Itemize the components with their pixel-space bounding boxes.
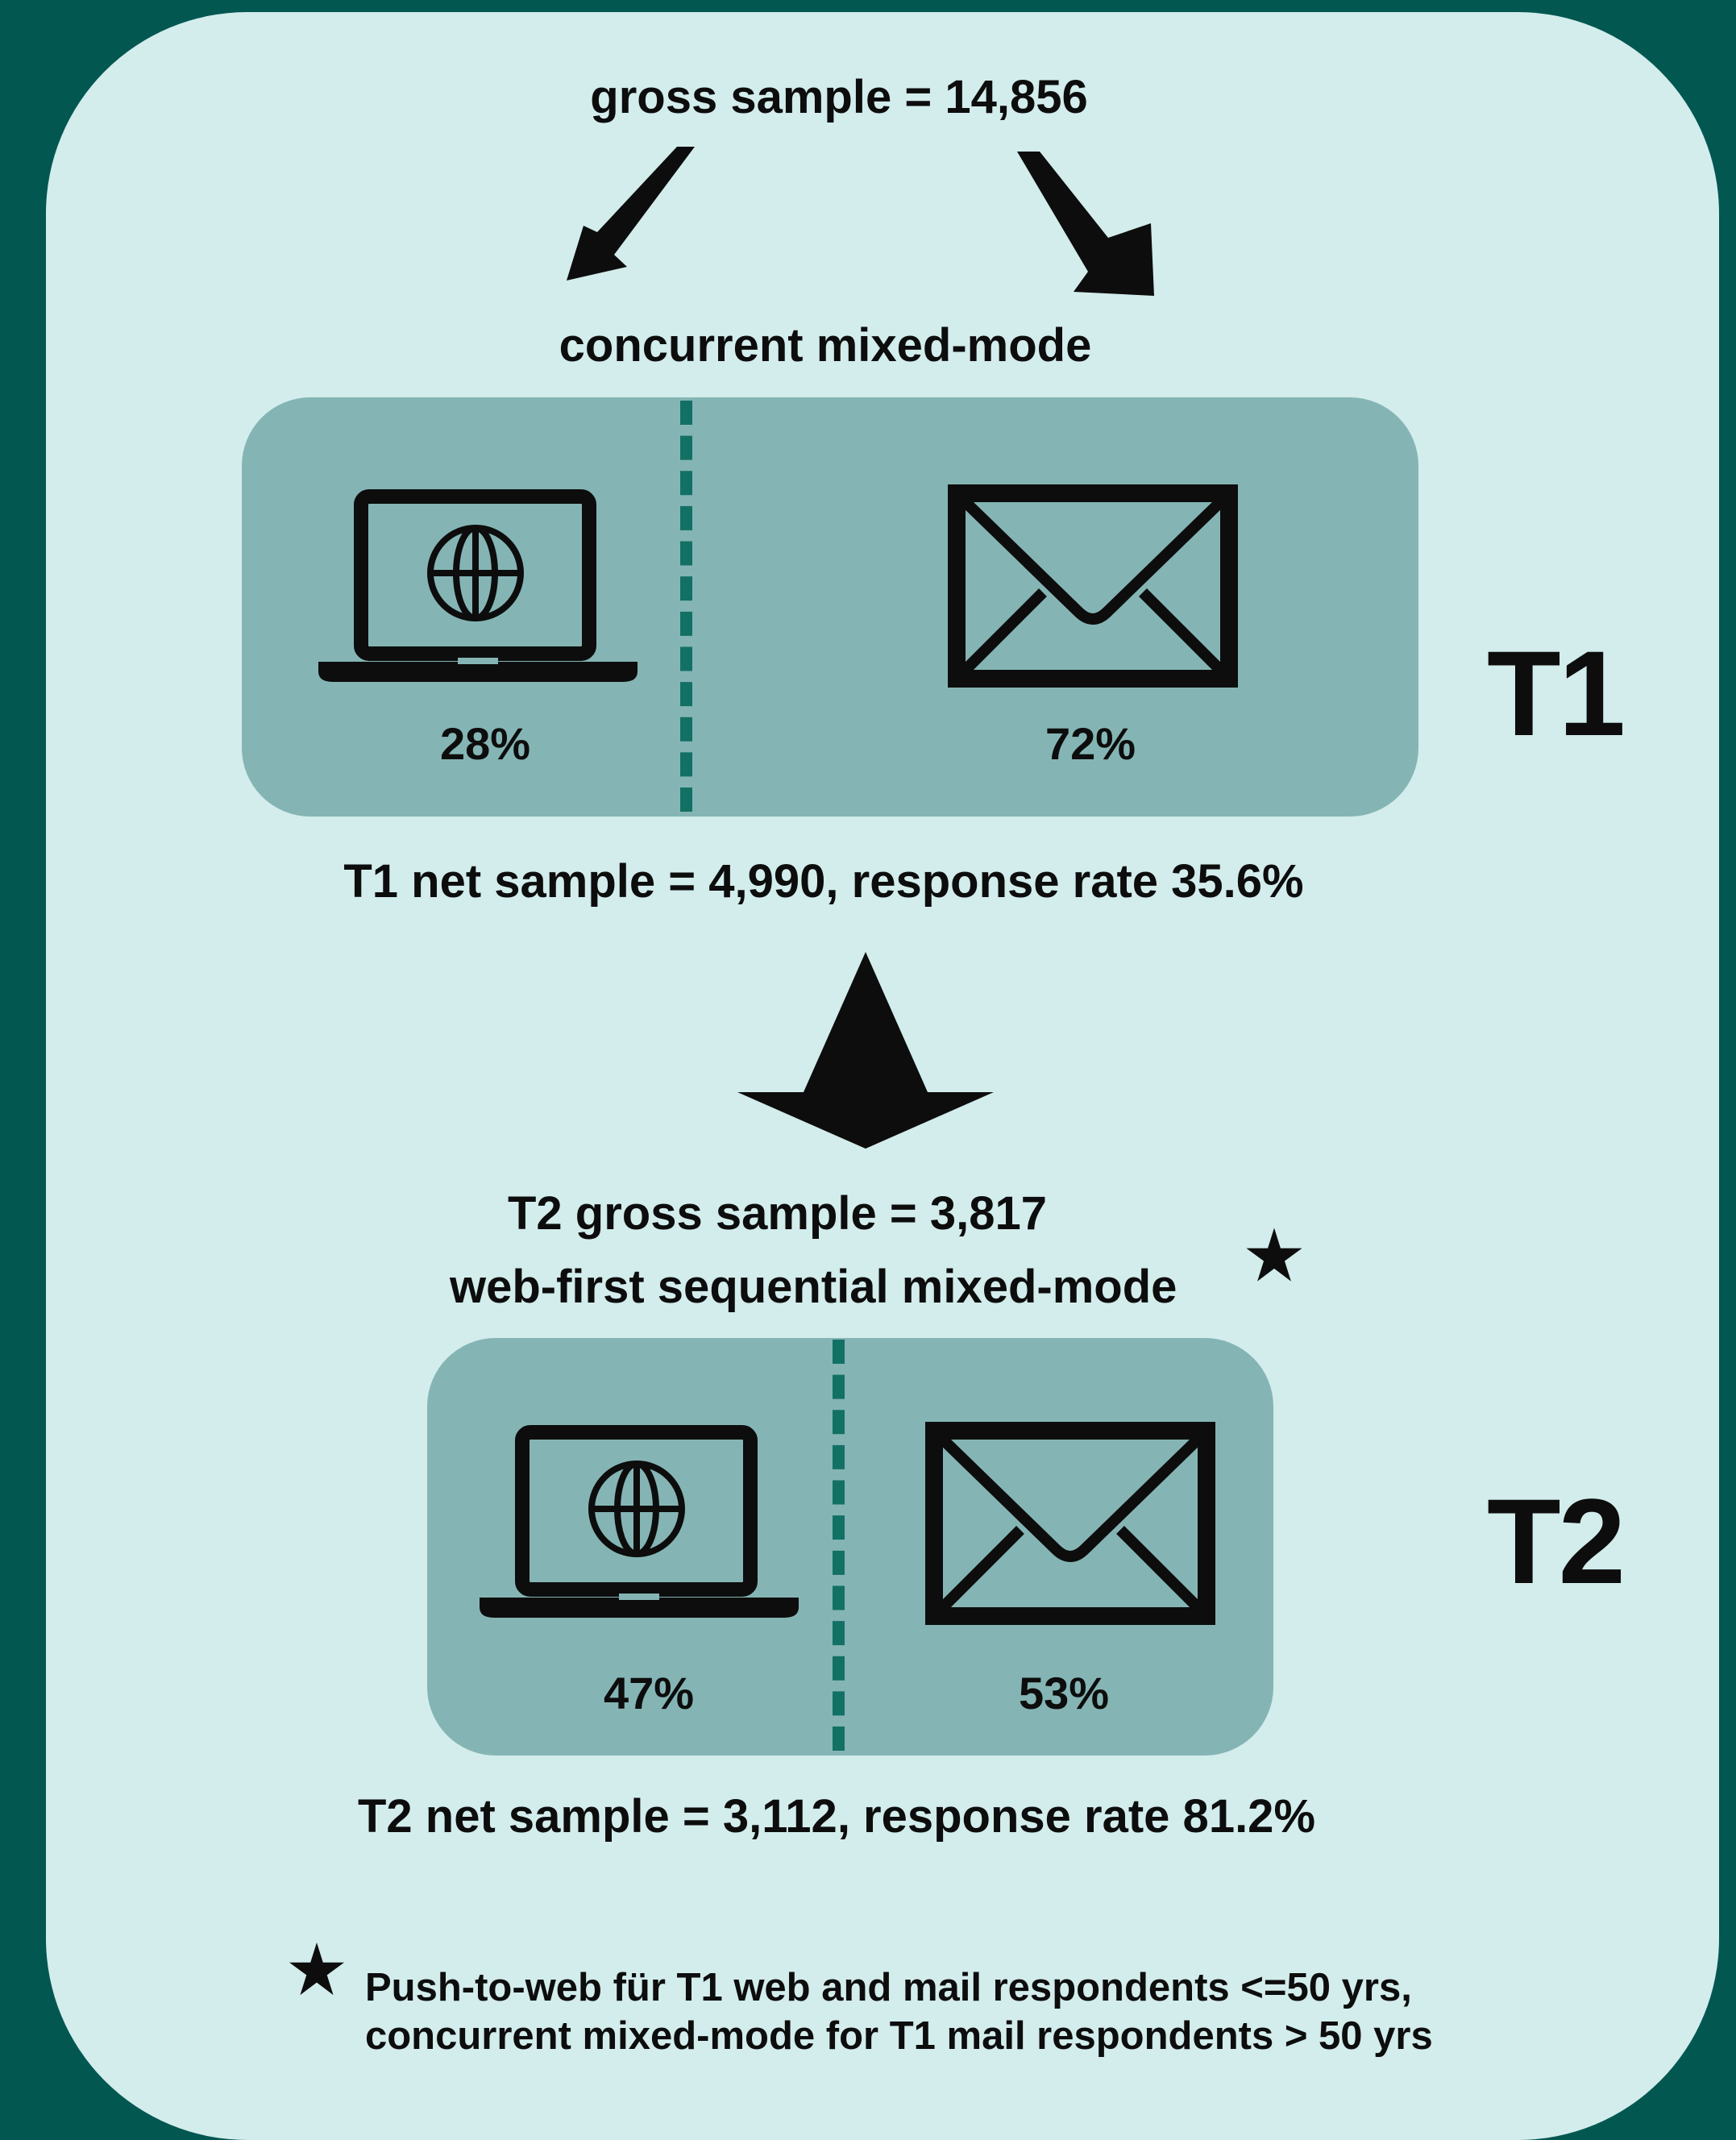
footnote-line-1: Push-to-web für T1 web and mail responde… [365, 1966, 1412, 2009]
t2-mode-label: web-first sequential mixed-mode [450, 1261, 1177, 1313]
t1-wave-label: T1 [1487, 625, 1626, 761]
t2-wave-label: T2 [1487, 1473, 1626, 1609]
t1-net-sample: T1 net sample = 4,990, response rate 35.… [343, 855, 1304, 908]
t2-web-percent: 47% [603, 1668, 695, 1718]
laptop-globe-icon [318, 489, 638, 682]
t1-mode-label: concurrent mixed-mode [559, 319, 1092, 372]
laptop-globe-icon [480, 1425, 799, 1618]
arrow-right-icon [1017, 152, 1154, 296]
star-icon [289, 1943, 344, 1996]
t2-mode-divider [833, 1340, 845, 1751]
t2-gross-sample: T2 gross sample = 3,817 [508, 1187, 1047, 1240]
footnote-line-2: concurrent mixed-mode for T1 mail respon… [365, 2014, 1433, 2058]
t1-mode-box: 28% 72% [242, 397, 1418, 817]
t1-mode-divider [680, 401, 692, 812]
gross-sample-label: gross sample = 14,856 [590, 71, 1088, 123]
t1-web-percent: 28% [439, 718, 531, 769]
envelope-icon [925, 1422, 1215, 1625]
t2-mode-box: 47% 53% [427, 1338, 1273, 1756]
t2-net-sample: T2 net sample = 3,112, response rate 81.… [357, 1790, 1316, 1843]
arrow-left-icon [567, 147, 695, 280]
t2-mail-percent: 53% [1018, 1668, 1110, 1718]
envelope-icon [948, 484, 1238, 688]
footnote: Push-to-web für T1 web and mail responde… [365, 1963, 1433, 2060]
star-icon [1246, 1228, 1302, 1282]
t1-mail-percent: 72% [1045, 718, 1136, 769]
